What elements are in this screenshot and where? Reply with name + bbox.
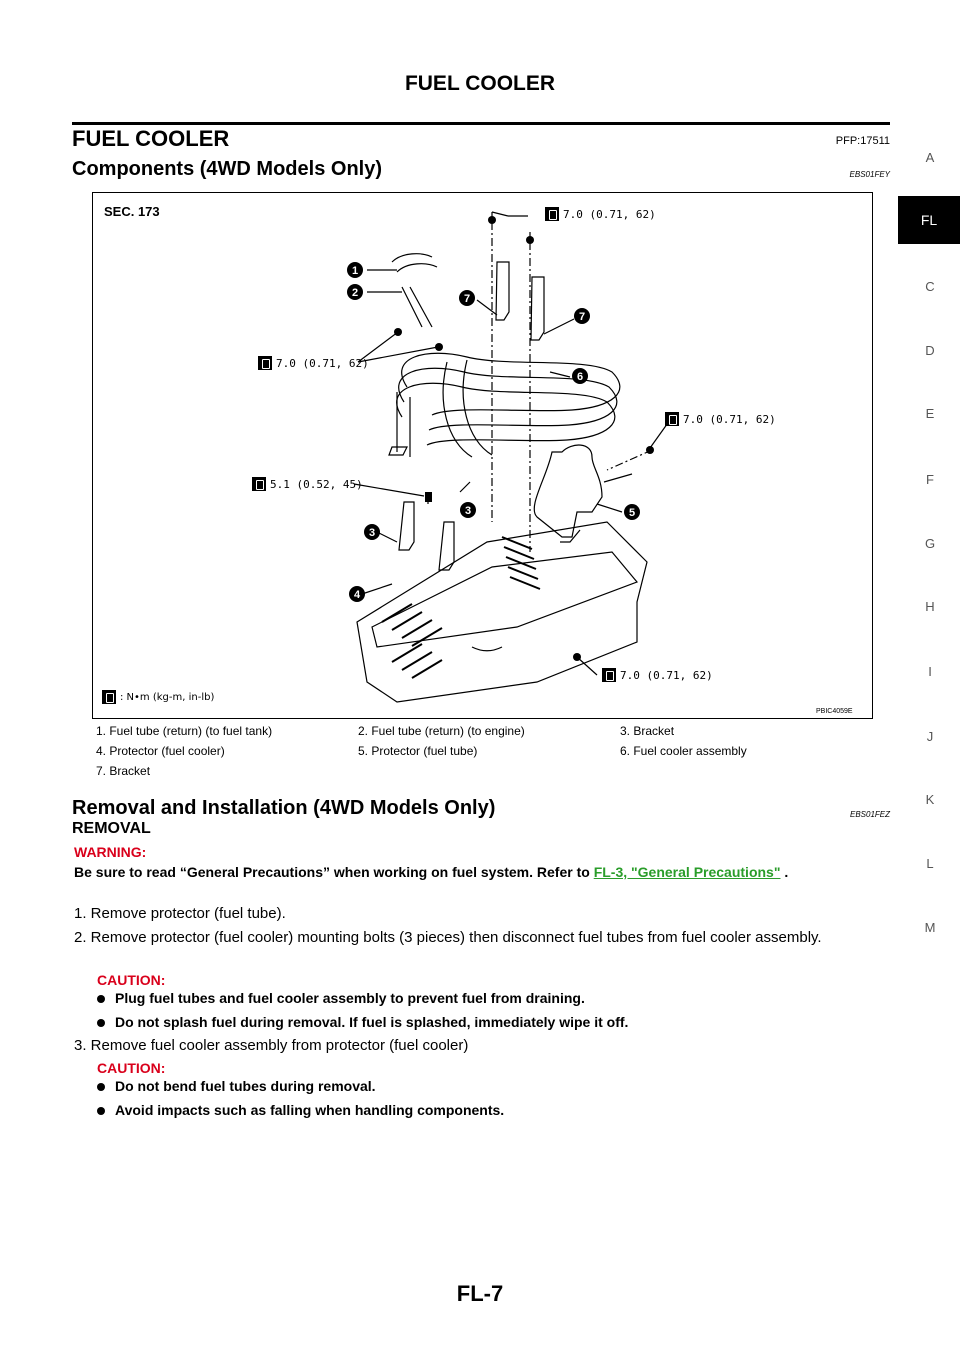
components-code: EBS01FEY	[849, 170, 890, 179]
callout-1: 1	[352, 265, 358, 277]
part-item: 6. Fuel cooler assembly	[620, 744, 747, 758]
torque-label-left: 7.0 (0.71, 62)	[258, 356, 369, 370]
part-item: 1. Fuel tube (return) (to fuel tank)	[96, 724, 273, 738]
warning-text: Be sure to read “General Precautions” wh…	[74, 864, 789, 880]
torque-wrench-icon	[102, 690, 116, 704]
bullet-icon	[97, 1083, 105, 1091]
torque-wrench-icon	[545, 207, 559, 221]
callout-7a: 7	[464, 293, 470, 305]
side-index-g[interactable]: G	[924, 536, 936, 551]
torque-wrench-icon	[252, 477, 266, 491]
caution-item: Avoid impacts such as falling when handl…	[97, 1102, 504, 1118]
side-index-fl-active[interactable]: FL	[898, 196, 960, 244]
torque-label-bottom: 7.0 (0.71, 62)	[602, 668, 713, 682]
pfp-code: PFP:17511	[835, 135, 890, 147]
figure-id: PBIC4059E	[816, 708, 853, 715]
side-index-c[interactable]: C	[925, 279, 935, 294]
caution-label-1: CAUTION:	[97, 972, 166, 988]
general-precautions-link[interactable]: FL-3, "General Precautions"	[593, 864, 781, 880]
side-index-a[interactable]: A	[925, 150, 935, 165]
side-index-d[interactable]: D	[925, 343, 935, 358]
torque-label-bolt: 5.1 (0.52, 45)	[252, 477, 363, 491]
callout-2: 2	[352, 287, 358, 299]
components-title: Components (4WD Models Only)	[72, 158, 382, 180]
header-rule	[72, 122, 890, 125]
torque-unit-legend: : N•m (kg-m, in-lb)	[102, 690, 214, 704]
torque-label-top: 7.0 (0.71, 62)	[545, 207, 656, 221]
part-item: 2. Fuel tube (return) (to engine)	[358, 724, 525, 738]
side-index-k[interactable]: K	[925, 792, 935, 807]
callout-5: 5	[629, 507, 635, 519]
callout-6: 6	[577, 371, 583, 383]
bullet-icon	[97, 1107, 105, 1115]
callout-7b: 7	[579, 311, 585, 323]
caution-item: Do not splash fuel during removal. If fu…	[97, 1014, 628, 1030]
step-1: 1. Remove protector (fuel tube).	[74, 905, 286, 922]
section-title: FUEL COOLER	[72, 126, 230, 151]
page-number: FL-7	[456, 1281, 504, 1306]
part-item: 4. Protector (fuel cooler)	[96, 744, 225, 758]
step-3: 3. Remove fuel cooler assembly from prot…	[74, 1037, 469, 1054]
torque-wrench-icon	[258, 356, 272, 370]
torque-wrench-icon	[602, 668, 616, 682]
torque-wrench-icon	[665, 412, 679, 426]
bullet-icon	[97, 995, 105, 1003]
step-2: 2. Remove protector (fuel cooler) mounti…	[74, 929, 822, 946]
side-index-e[interactable]: E	[925, 406, 935, 421]
figure-sec-label: SEC. 173	[104, 204, 160, 219]
part-item: 7. Bracket	[96, 764, 151, 778]
callout-3b: 3	[369, 527, 375, 539]
side-index-m[interactable]: M	[924, 920, 936, 935]
removal-code: EBS01FEZ	[849, 810, 890, 819]
removal-title: Removal and Installation (4WD Models Onl…	[72, 797, 496, 819]
callout-3a: 3	[465, 505, 471, 517]
part-item: 5. Protector (fuel tube)	[358, 744, 478, 758]
fuel-cooler-diagram: 1 2 7 7 6 5 3 3 4	[347, 211, 671, 703]
parts-list: 1. Fuel tube (return) (to fuel tank) 2. …	[92, 724, 871, 778]
components-figure	[92, 192, 873, 719]
removal-subtitle: REMOVAL	[72, 820, 151, 837]
side-index-l[interactable]: L	[926, 856, 934, 871]
side-index-i[interactable]: I	[928, 664, 932, 679]
warning-label: WARNING:	[74, 844, 147, 860]
caution-label-2: CAUTION:	[97, 1060, 166, 1076]
caution-item: Do not bend fuel tubes during removal.	[97, 1078, 376, 1094]
callout-4: 4	[354, 589, 361, 601]
bullet-icon	[97, 1019, 105, 1027]
side-index-j[interactable]: J	[926, 729, 934, 744]
page-header-title: FUEL COOLER	[404, 72, 556, 95]
caution-item: Plug fuel tubes and fuel cooler assembly…	[97, 990, 585, 1006]
part-item: 3. Bracket	[620, 724, 675, 738]
torque-label-right: 7.0 (0.71, 62)	[665, 412, 776, 426]
side-index-h[interactable]: H	[925, 599, 935, 614]
side-index-f[interactable]: F	[926, 472, 934, 487]
